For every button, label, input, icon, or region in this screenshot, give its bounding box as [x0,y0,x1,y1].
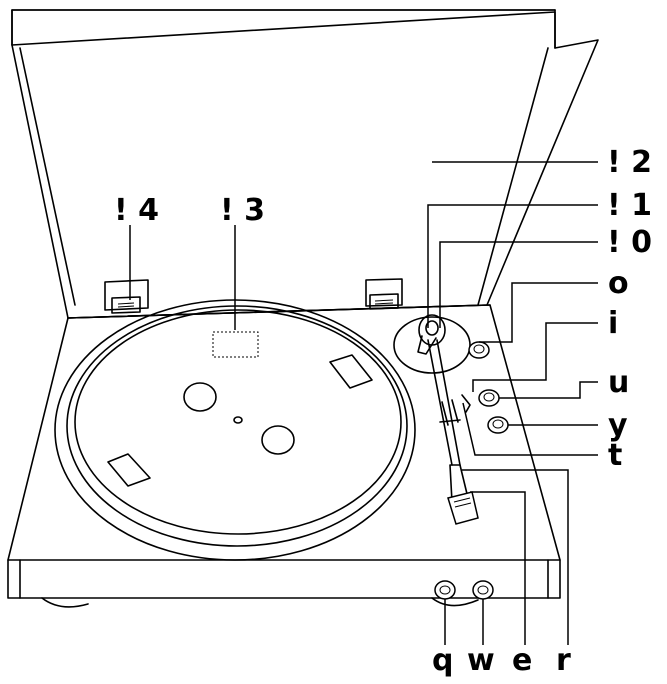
base-cabinet [7,304,561,608]
callout-e: e [512,643,532,678]
leader-lines [129,161,598,645]
callout-10: ! 0 [607,225,652,260]
callout-13: ! 3 [220,193,265,228]
front-buttons [434,580,494,600]
callout-t: t [608,438,622,473]
callout-y: y [608,408,628,443]
callout-q: q [432,643,453,678]
left-hinge [104,279,149,314]
callout-labels: ! 2 ! 1 ! 0 ! 4 ! 3 o i u y t q w e r [114,145,652,678]
callout-w: w [467,643,495,678]
callout-i: i [608,306,618,341]
callout-14: ! 4 [114,193,159,228]
dust-cover [11,9,599,319]
tonearm-assembly [393,314,479,525]
platter [54,299,416,561]
callout-u: u [608,365,629,400]
controls [468,341,509,434]
callout-12: ! 2 [607,145,652,180]
callout-11: ! 1 [607,188,652,223]
callout-o: o [608,266,629,301]
right-hinge [365,278,403,310]
callout-r: r [556,643,571,678]
